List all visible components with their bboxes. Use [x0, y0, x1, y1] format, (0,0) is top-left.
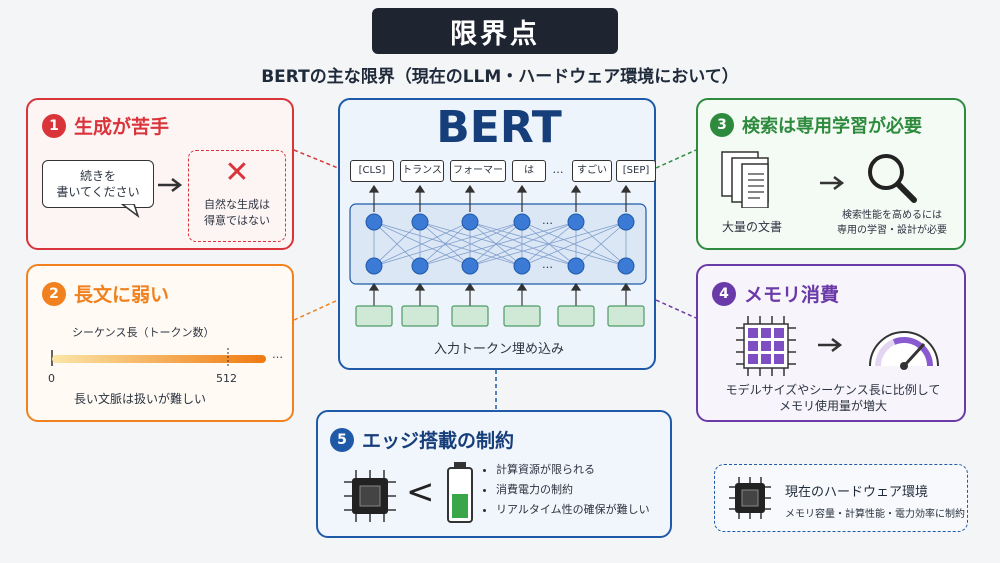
- edge-bullet: リアルタイム性の確保が難しい: [496, 500, 650, 520]
- embedding-label: 入力トークン埋め込み: [433, 342, 564, 357]
- network-ellipsis-bottom: …: [542, 258, 553, 271]
- sequence-axis-title: シーケンス長（トークン数）: [72, 326, 215, 339]
- card3-number: 3: [710, 113, 734, 137]
- card4-number: 4: [712, 281, 736, 306]
- bert-title: BERT: [436, 102, 562, 153]
- gauge-icon: [869, 331, 939, 370]
- cpu-chip-icon: [729, 477, 771, 519]
- arrow-right-icon: [820, 176, 845, 190]
- card4-caption: モデルサイズやシーケンス長に比例して メモリ使用量が増大: [725, 383, 941, 413]
- transformer-network: [349, 184, 647, 327]
- hardware-title: 現在のハードウェア環境: [785, 485, 929, 500]
- token-ellipsis: …: [552, 163, 564, 176]
- edge-bullet: 消費電力の制約: [496, 480, 650, 500]
- card5-number: 5: [330, 427, 354, 452]
- edge-chip-icon: [344, 470, 396, 522]
- search-icon: [868, 154, 917, 203]
- token-sugoi: すごい: [572, 160, 612, 182]
- card2-caption: 長い文脈は扱いが難しい: [74, 392, 207, 406]
- battery-icon: [447, 462, 473, 523]
- docs-label: 大量の文書: [722, 220, 783, 234]
- page-title: 限界点: [372, 8, 618, 54]
- edge-bullet: 計算資源が限られる: [496, 460, 650, 480]
- card3-result: 検索性能を高めるには 専用の学習・設計が必要: [837, 210, 947, 236]
- card1-title: 1 生成が苦手: [42, 112, 169, 139]
- hardware-detail: メモリ容量・計算性能・電力効率に制約: [785, 509, 965, 520]
- card-retrieval-training: 3 検索は専用学習が必要 大量の文書 検索性能を高めるには 専用の学習・設計が必…: [696, 98, 966, 250]
- card1-result: 自然な生成は 得意ではない: [204, 198, 270, 227]
- speech-bubble: 続きを 書いてください: [42, 160, 154, 208]
- token-sep: [SEP]: [616, 160, 656, 182]
- speech-bubble-tail: [120, 204, 140, 218]
- card-generation-weakness: 1 生成が苦手 続きを 書いてください ✕ 自然な生成は 得意ではない: [26, 98, 294, 250]
- token-cls: [CLS]: [350, 160, 394, 182]
- documents-icon: [721, 151, 769, 208]
- hardware-environment-box: 現在のハードウェア環境 メモリ容量・計算性能・電力効率に制約: [714, 464, 968, 532]
- card2-title: 2 長文に弱い: [42, 280, 169, 307]
- card1-number: 1: [42, 113, 66, 138]
- network-ellipsis-top: …: [542, 214, 553, 227]
- tick-start: 0: [48, 372, 55, 385]
- card4-title-text: メモリ消費: [744, 284, 840, 306]
- card5-title: 5 エッジ搭載の制約: [330, 426, 514, 453]
- token-former: フォーマー: [450, 160, 506, 182]
- card-long-text-weakness: 2 長文に弱い シーケンス長（トークン数） … 0 512 長い文脈は扱いが難し…: [26, 264, 294, 422]
- tick-limit: 512: [216, 372, 237, 385]
- cross-icon: ✕: [224, 155, 250, 190]
- card2-title-text: 長文に弱い: [74, 284, 170, 306]
- card3-title-text: 検索は専用学習が必要: [742, 116, 922, 137]
- token-trans: トランス: [400, 160, 444, 182]
- card5-title-text: エッジ搭載の制約: [362, 430, 515, 452]
- page-subtitle: BERTの主な限界（現在のLLM・ハードウェア環境において）: [261, 67, 739, 87]
- card3-title: 3 検索は専用学習が必要: [710, 112, 922, 138]
- token-row: [CLS] トランス フォーマー は … すごい [SEP]: [350, 160, 656, 182]
- edge-constraints-list: 計算資源が限られる 消費電力の制約 リアルタイム性の確保が難しい: [480, 460, 650, 520]
- sequence-length-bar: [51, 348, 266, 368]
- card-edge-constraints: 5 エッジ搭載の制約 < 計算資源が限られる 消費電力の制約 リアルタイム性の確…: [316, 410, 672, 538]
- result-box: ✕ 自然な生成は 得意ではない: [188, 150, 286, 242]
- card-memory-consumption: 4 メモリ消費 モデルサイズやシーケンス長に比例して メモリ使用量が増大: [696, 264, 966, 422]
- less-than-sign: <: [406, 472, 435, 512]
- bar-ellipsis: …: [272, 348, 283, 361]
- arrow-right-icon: [818, 338, 843, 352]
- card4-title: 4 メモリ消費: [712, 280, 839, 307]
- card2-number: 2: [42, 281, 66, 306]
- bert-panel: BERT [CLS] トランス フォーマー は … すごい [SEP]: [338, 98, 656, 370]
- arrow-right-icon: [158, 178, 183, 192]
- memory-chip-icon: [736, 316, 796, 376]
- card1-title-text: 生成が苦手: [74, 116, 170, 138]
- token-wa: は: [512, 160, 546, 182]
